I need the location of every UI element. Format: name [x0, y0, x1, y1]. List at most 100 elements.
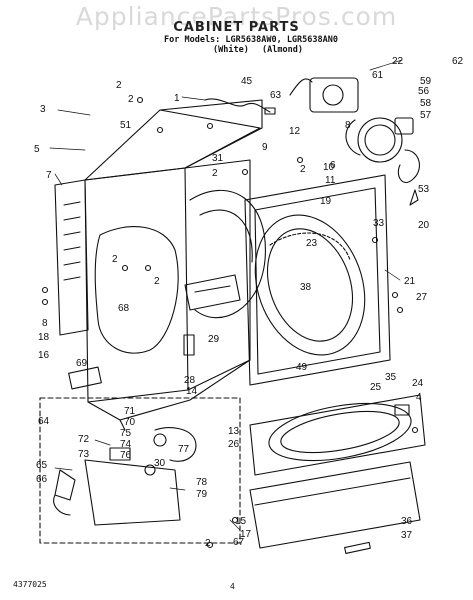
callout: 77 — [178, 444, 190, 455]
door-opening — [254, 214, 366, 356]
callout: 78 — [196, 477, 208, 488]
variant-almond-label: (Almond) — [262, 45, 303, 55]
callout: 2 — [116, 80, 122, 91]
callout: 2 — [205, 538, 211, 549]
door-handle — [344, 541, 371, 554]
callout: 31 — [212, 153, 224, 164]
callout: 75 — [120, 428, 132, 439]
wire-harness — [204, 98, 271, 113]
callout: 79 — [196, 489, 208, 500]
callout: 63 — [270, 90, 282, 101]
door-lower-panel — [249, 461, 421, 549]
callout: 53 — [418, 184, 430, 195]
callout: 15 — [235, 516, 247, 527]
callout: 2 — [212, 168, 218, 179]
motor-assembly — [289, 77, 421, 206]
cabinet-front-panel — [84, 167, 189, 403]
callout: 61 — [372, 70, 384, 81]
cabinet-back-edge — [159, 99, 263, 129]
callout: 8 — [42, 318, 48, 329]
callout: 3 — [40, 104, 46, 115]
callout: 26 — [228, 439, 240, 450]
callout: 64 — [38, 416, 50, 427]
callout: 2 — [112, 254, 118, 265]
callout: 28 — [184, 375, 196, 386]
callout: 35 — [385, 372, 397, 383]
callout: 72 — [78, 434, 90, 445]
callout: 51 — [120, 120, 132, 131]
callout: 2 — [300, 164, 306, 175]
callout: 29 — [208, 334, 220, 345]
callout: 71 — [124, 406, 136, 417]
callout: 68 — [118, 303, 130, 314]
door-seal — [268, 402, 412, 462]
cabinet-body — [84, 99, 266, 431]
document-id: 4377025 — [13, 580, 47, 589]
callout: 38 — [300, 282, 312, 293]
control-bracket — [84, 459, 181, 526]
callout: 14 — [186, 386, 198, 397]
callout: 9 — [262, 142, 268, 153]
callout: 59 — [420, 76, 432, 87]
callout: 4 — [416, 392, 422, 403]
control-assembly-box — [39, 397, 241, 544]
callout: 7 — [46, 170, 52, 181]
callout: 65 — [36, 460, 48, 471]
callout: 5 — [34, 144, 40, 155]
cabinet-base — [87, 359, 251, 421]
callout: 56 — [418, 86, 430, 97]
callout: 70 — [124, 417, 136, 428]
callout: 67 — [233, 537, 245, 548]
callout: 18 — [38, 332, 50, 343]
callout: 6 — [330, 160, 336, 171]
front-door-panel — [244, 174, 391, 386]
callout: 27 — [416, 292, 428, 303]
callout-labels: 1 2 2 2 2 2 2 2 3 4 5 6 7 8 8 9 10 11 12… — [34, 56, 464, 549]
callout: 30 — [154, 458, 166, 469]
model-numbers: For Models: LGR5638AW0, LGR5638AN0 — [164, 35, 338, 45]
callout: 11 — [325, 175, 336, 186]
page-number: 4 — [230, 582, 235, 591]
callout: 8 — [345, 120, 351, 131]
diagram-title: CABINET PARTS — [173, 20, 300, 35]
callout: 36 — [401, 516, 413, 527]
front-panel-cutout — [94, 226, 179, 354]
callout: 76 — [120, 450, 132, 461]
callout: 1 — [174, 93, 180, 104]
callout: 66 — [36, 474, 48, 485]
callout: 49 — [296, 362, 308, 373]
drive-belt — [345, 119, 361, 156]
callout: 45 — [241, 76, 253, 87]
callout: 16 — [38, 350, 50, 361]
callout: 25 — [370, 382, 382, 393]
floor-pad — [68, 366, 102, 390]
callout: 23 — [306, 238, 318, 249]
variant-white-label: (White) — [213, 45, 249, 55]
cabinet-top-edge — [84, 109, 261, 181]
fasteners — [41, 96, 419, 549]
callout: 13 — [228, 426, 240, 437]
callout: 2 — [154, 276, 160, 287]
callout: 2 — [128, 94, 134, 105]
callout: 73 — [78, 449, 90, 460]
callout: 74 — [120, 439, 132, 450]
callout: 24 — [412, 378, 424, 389]
callout: 17 — [240, 529, 252, 540]
callout: 12 — [289, 126, 301, 137]
idler-pulley — [357, 117, 403, 163]
callout: 57 — [420, 110, 432, 121]
callout: 69 — [76, 358, 88, 369]
callout: 37 — [401, 530, 413, 541]
callout: 58 — [420, 98, 432, 109]
drum-light — [394, 404, 410, 416]
callout: 21 — [404, 276, 416, 287]
left-side-panel — [54, 179, 89, 336]
door-assembly — [249, 394, 426, 554]
drum-opening — [189, 189, 266, 319]
callout: 10 — [323, 162, 335, 173]
callout: 62 — [452, 56, 464, 67]
leader-lines — [49, 59, 403, 531]
callout: 22 — [392, 56, 404, 67]
callout: 20 — [418, 220, 430, 231]
